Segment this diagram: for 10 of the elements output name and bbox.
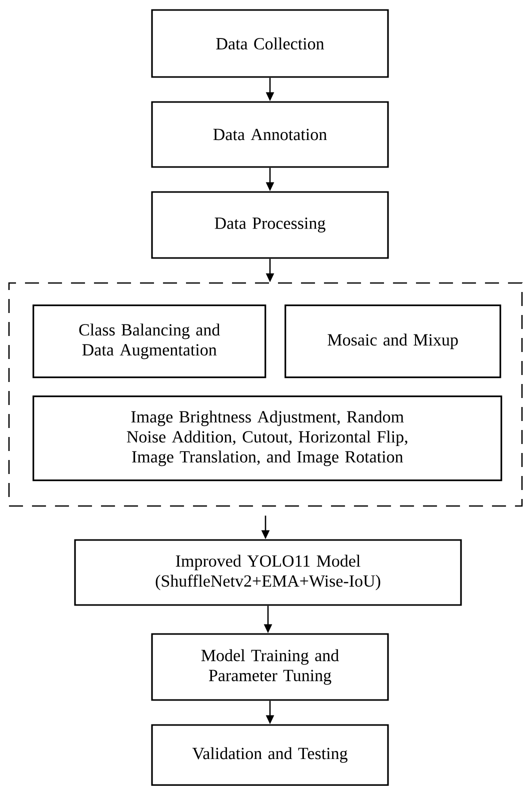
process-box: Data Annotation: [151, 101, 389, 168]
process-box: Data Collection: [151, 9, 389, 78]
process-box: Image Brightness Adjustment, Random Noise Addition, Cutout, Horizontal Flip, Image Translation, and Image Rotation: [32, 396, 502, 482]
process-box: Validation and Testing: [151, 724, 389, 786]
process-box: Model Training and Parameter Tuning: [151, 633, 389, 701]
process-box: Class Balancing and Data Augmentation: [32, 304, 266, 378]
dashed-group-box: [8, 282, 523, 507]
process-box: Data Processing: [151, 191, 389, 259]
process-box: Improved YOLO11 Model (ShuffleNetv2+EMA+Wise-IoU): [74, 539, 462, 606]
process-box: Mosaic and Mixup: [284, 304, 502, 378]
